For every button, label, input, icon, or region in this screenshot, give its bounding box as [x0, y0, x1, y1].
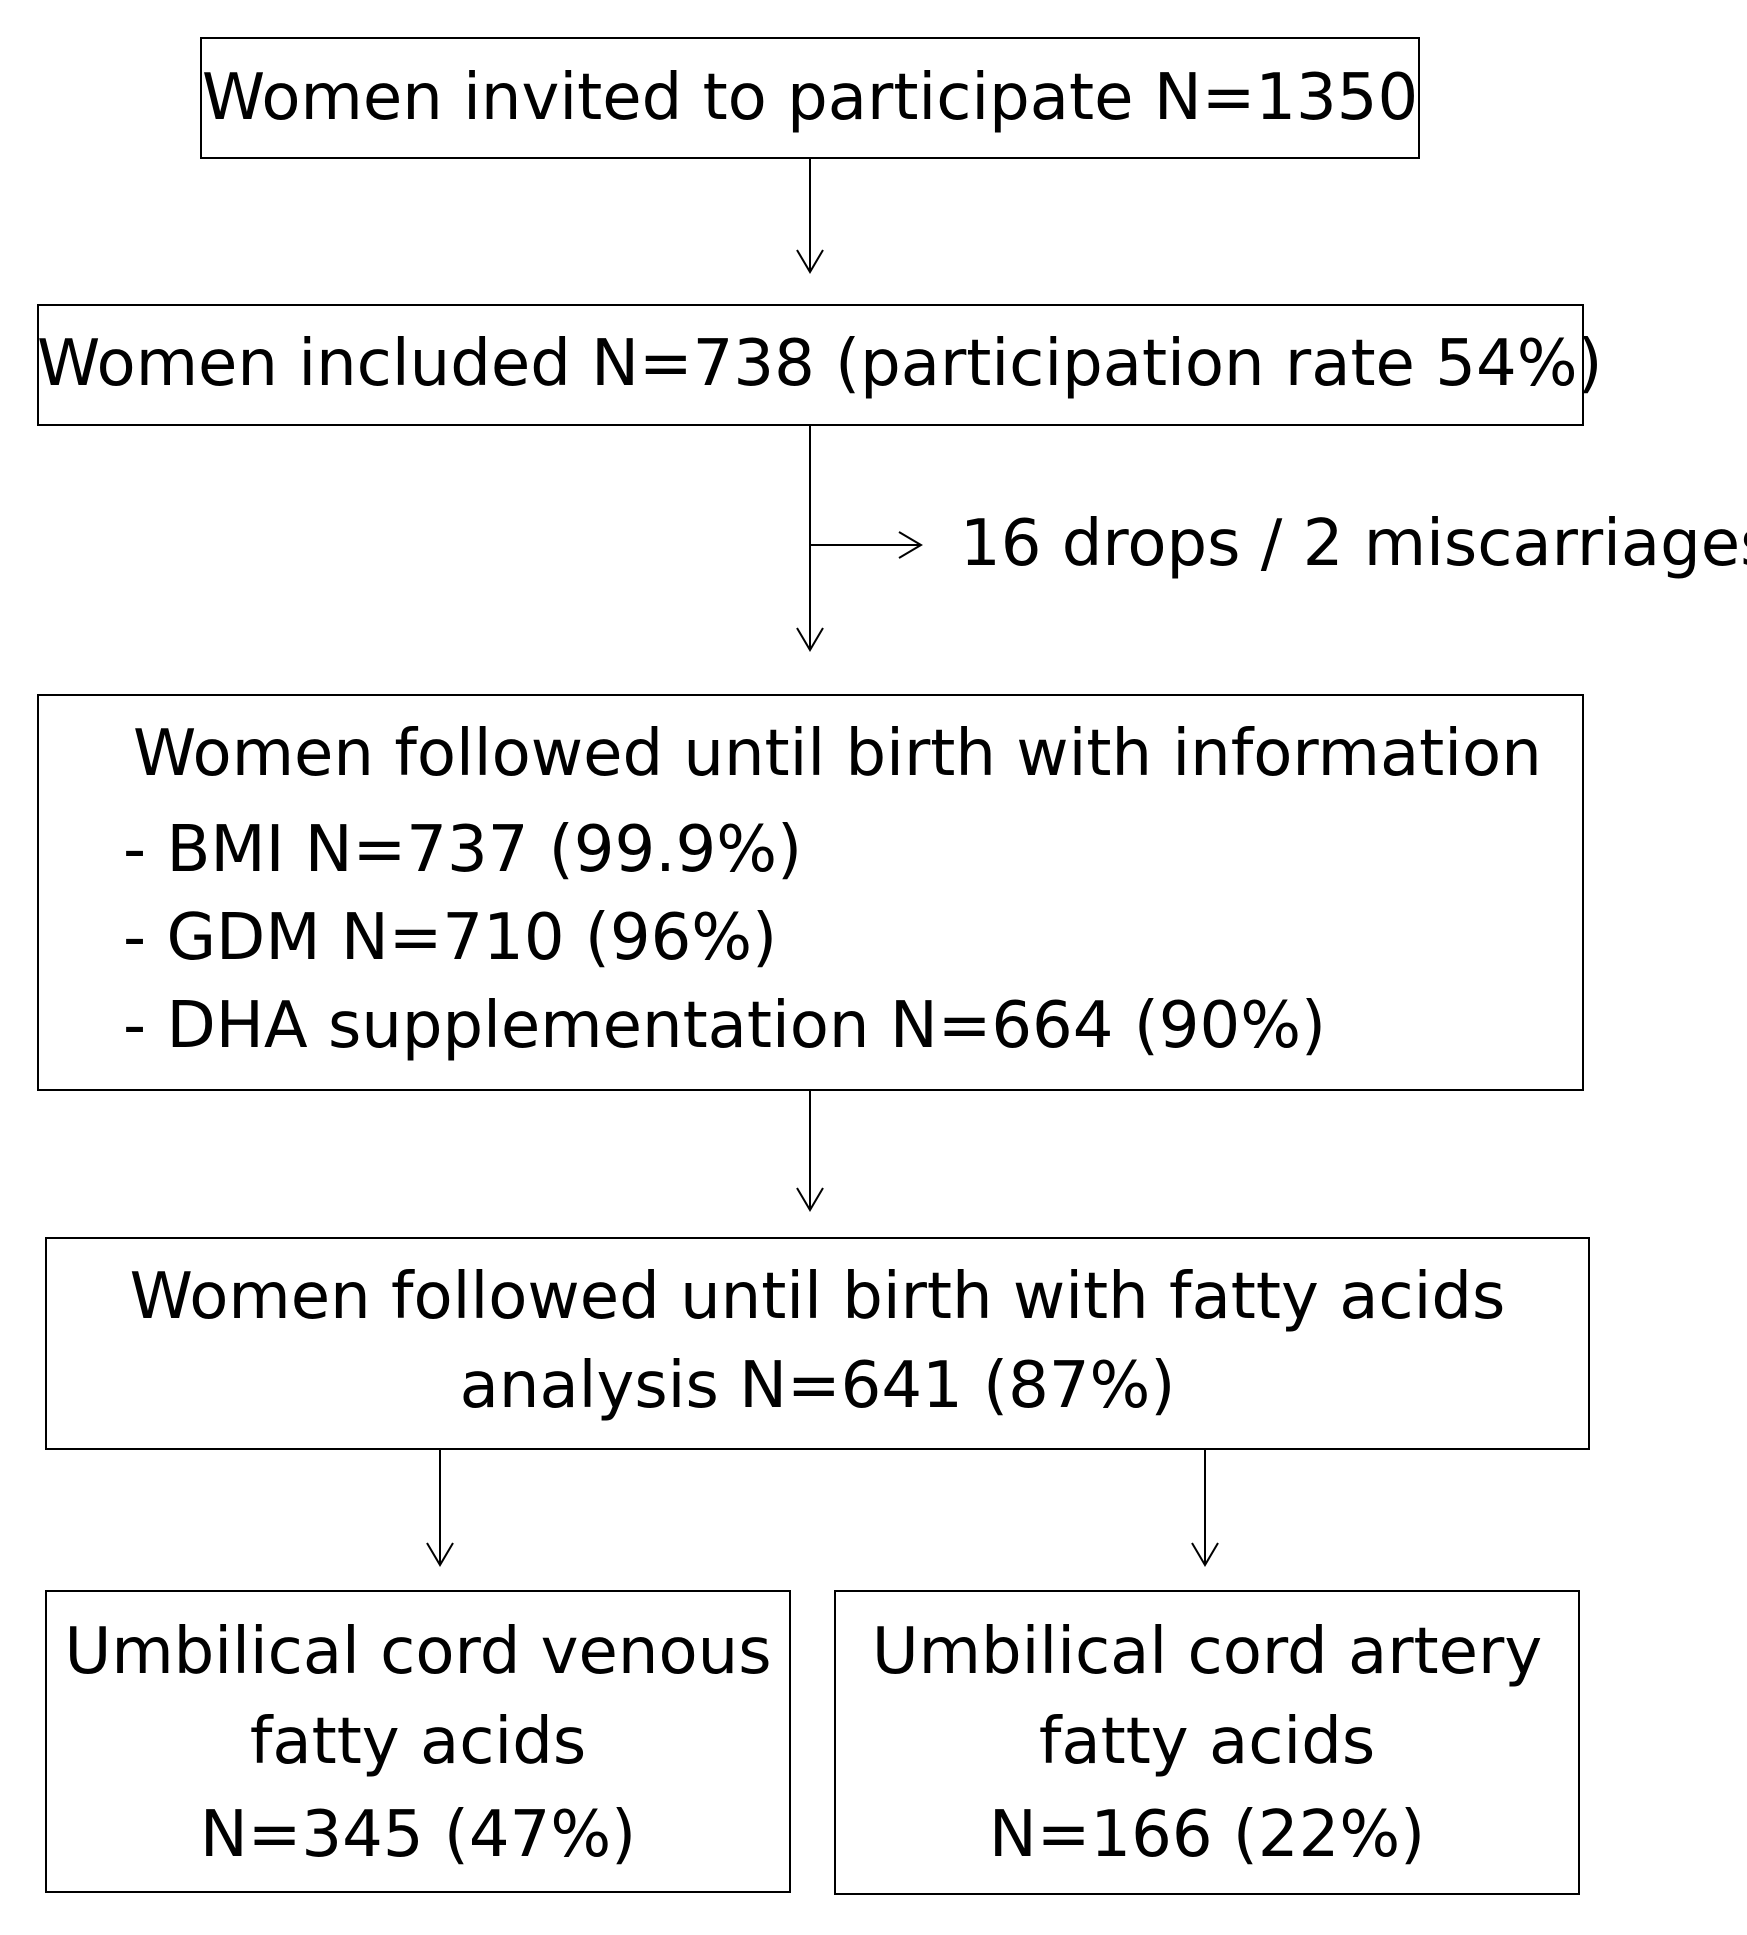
exclusion-text: 16 drops / 2 miscarriages	[960, 507, 1747, 581]
artery-line2: fatty acids	[1038, 1705, 1376, 1779]
box-followed-fatty-acids	[45, 1237, 1590, 1450]
box-venous	[45, 1590, 791, 1893]
included-text: Women included N=738 (participation rate…	[37, 327, 1603, 401]
followed-info-item-dha: - DHA supplementation N=664 (90%)	[123, 989, 1326, 1063]
venous-line2: fatty acids	[249, 1705, 587, 1779]
box-invited	[200, 37, 1420, 159]
followed-fa-line1: Women followed until birth with fatty ac…	[129, 1260, 1506, 1334]
venous-line3: N=345 (47%)	[199, 1798, 637, 1872]
followed-info-item-bmi: - BMI N=737 (99.9%)	[123, 813, 803, 887]
box-included	[37, 304, 1584, 426]
venous-line1: Umbilical cord venous	[64, 1615, 772, 1689]
box-followed-info	[37, 694, 1584, 1091]
followed-info-item-gdm: - GDM N=710 (96%)	[123, 901, 778, 975]
followed-info-title: Women followed until birth with informat…	[133, 717, 1542, 791]
box-artery	[834, 1590, 1580, 1895]
artery-line1: Umbilical cord artery	[871, 1615, 1543, 1689]
followed-fa-line2: analysis N=641 (87%)	[459, 1349, 1176, 1423]
artery-line3: N=166 (22%)	[988, 1798, 1426, 1872]
invited-text: Women invited to participate N=1350	[201, 61, 1419, 135]
